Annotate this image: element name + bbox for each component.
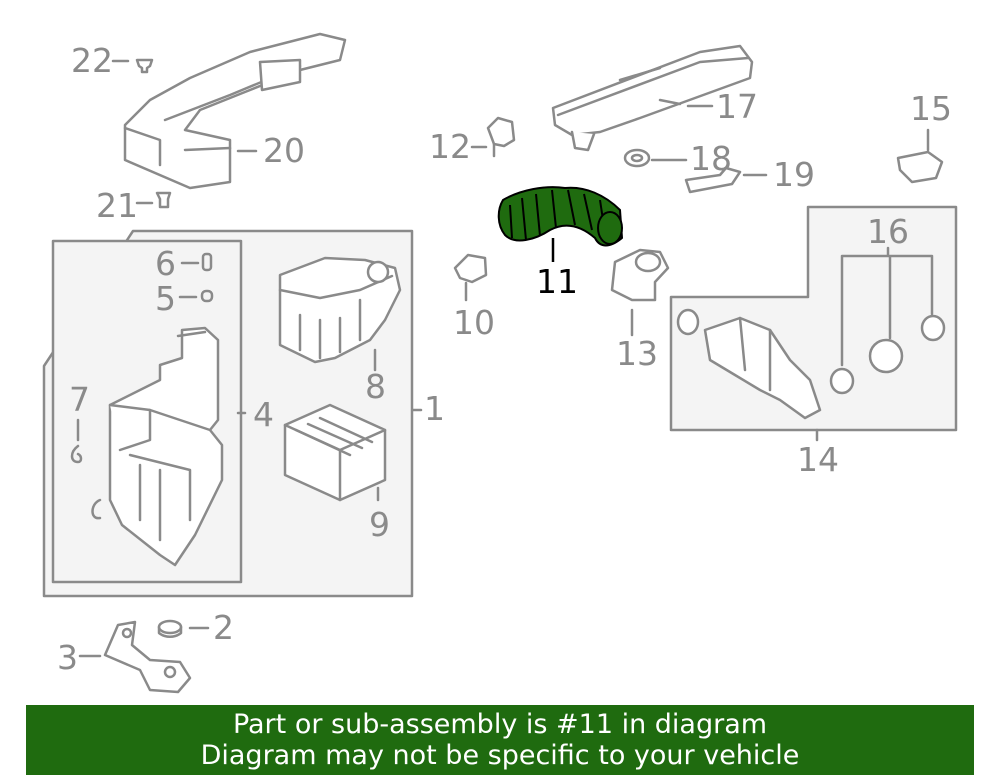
callout-2: 2 <box>213 608 234 647</box>
part-6-cap <box>201 252 213 272</box>
part-15-bracket <box>896 150 944 184</box>
callout-14: 14 <box>797 440 839 479</box>
callout-17: 17 <box>716 87 758 126</box>
banner-line-2: Diagram may not be specific to your vehi… <box>200 740 800 771</box>
part-20-intake-duct <box>123 32 347 190</box>
callout-5: 5 <box>155 279 176 318</box>
part-9-filter <box>283 403 387 502</box>
part-18-grommet <box>623 148 651 168</box>
part-3-bracket <box>103 620 192 694</box>
callout-11: 11 <box>536 262 578 301</box>
callout-6: 6 <box>155 244 176 283</box>
callout-12: 12 <box>429 127 471 166</box>
callout-22: 22 <box>71 41 113 80</box>
part-8-cover <box>278 256 402 364</box>
part-17-engine-cover <box>551 44 754 152</box>
part-12-sensor <box>486 116 516 158</box>
callout-16: 16 <box>867 212 909 251</box>
part-4-lower-housing <box>108 326 224 567</box>
callout-7: 7 <box>69 380 90 419</box>
part-7-hook <box>70 444 83 464</box>
callout-1: 1 <box>424 389 445 428</box>
info-banner: Part or sub-assembly is #11 in diagram D… <box>26 705 974 775</box>
callout-13: 13 <box>616 334 658 373</box>
part-11-hose-highlight <box>497 186 623 247</box>
part-10-sensor <box>453 253 488 284</box>
callout-3: 3 <box>57 638 78 677</box>
callout-19: 19 <box>773 155 815 194</box>
callout-4: 4 <box>253 395 274 434</box>
banner-line-1: Part or sub-assembly is #11 in diagram <box>232 709 768 740</box>
callout-8: 8 <box>365 367 386 406</box>
part-16-clamps <box>829 314 946 395</box>
part-7-hook-lower <box>91 498 102 520</box>
part-21-clip <box>155 191 172 209</box>
callout-10: 10 <box>453 303 495 342</box>
callout-18: 18 <box>690 139 732 178</box>
callout-20: 20 <box>263 131 305 170</box>
part-14-duct <box>676 308 822 420</box>
callout-9: 9 <box>369 505 390 544</box>
callout-15: 15 <box>910 89 952 128</box>
part-13-housing <box>610 248 670 302</box>
part-22-clip <box>135 58 154 74</box>
part-2-grommet <box>157 619 183 638</box>
part-19-bracket <box>684 166 742 194</box>
callout-21: 21 <box>96 186 138 225</box>
leader-lines <box>76 59 934 658</box>
part-5-cap <box>200 289 214 303</box>
